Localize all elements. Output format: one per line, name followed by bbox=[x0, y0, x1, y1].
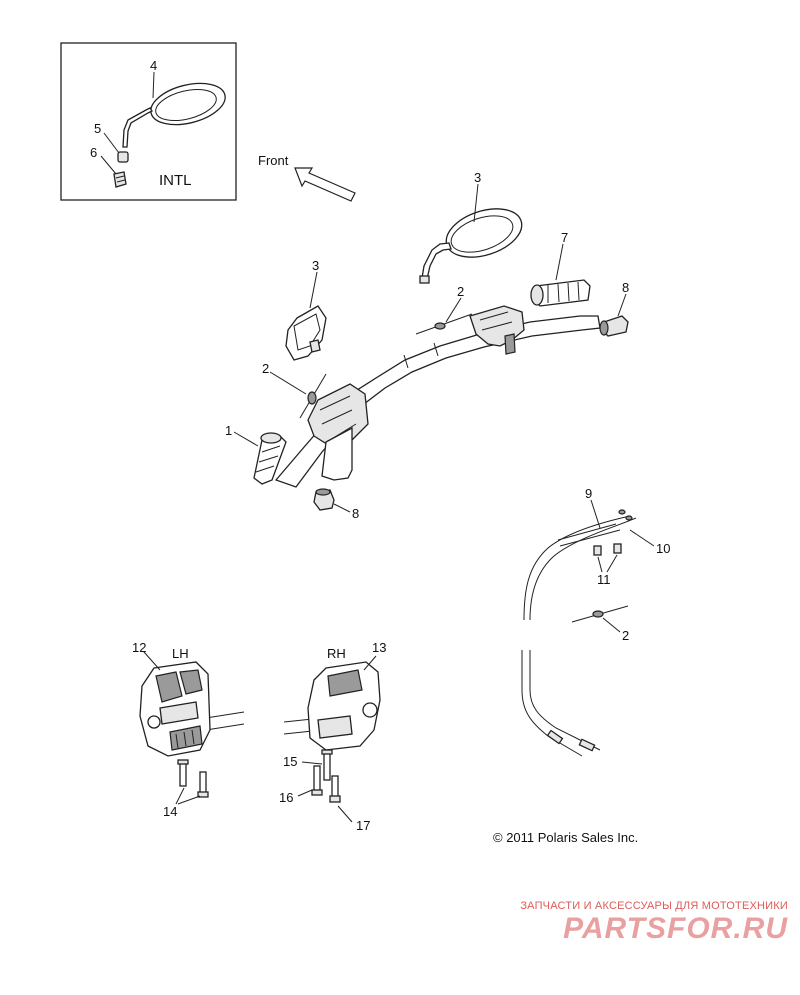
callout-11: 11 bbox=[597, 572, 611, 587]
callout-1: 1 bbox=[225, 423, 232, 438]
front-arrow-icon bbox=[294, 167, 356, 202]
screws-rh-icon bbox=[311, 749, 341, 803]
callout-8-right: 8 bbox=[622, 280, 629, 295]
end-weight-right-icon bbox=[599, 315, 629, 337]
callout-9: 9 bbox=[585, 486, 592, 501]
callout-16: 16 bbox=[279, 790, 293, 805]
screws-lh-icon bbox=[177, 759, 209, 798]
callout-10: 10 bbox=[656, 541, 670, 556]
intl-label: INTL bbox=[159, 172, 192, 189]
callout-2-left: 2 bbox=[262, 361, 269, 376]
watermark: ЗАПЧАСТИ И АКСЕССУАРЫ ДЛЯ МОТОТЕХНИКИ PA… bbox=[488, 900, 788, 946]
copyright-text: © 2011 Polaris Sales Inc. bbox=[493, 830, 638, 845]
callout-4: 4 bbox=[150, 58, 157, 73]
callout-3-right: 3 bbox=[474, 170, 481, 185]
end-weight-left-icon bbox=[313, 488, 335, 511]
cable-ferrules-icon bbox=[593, 543, 622, 556]
callout-8-left: 8 bbox=[352, 506, 359, 521]
callout-13: 13 bbox=[372, 640, 386, 655]
watermark-brand: PARTSFOR.RU bbox=[563, 912, 788, 945]
callout-12: 12 bbox=[132, 640, 146, 655]
callout-17: 17 bbox=[356, 818, 370, 833]
inset-mirror-icon bbox=[122, 82, 226, 148]
watermark-tagline: ЗАПЧАСТИ И АКСЕССУАРЫ ДЛЯ МОТОТЕХНИКИ bbox=[520, 900, 788, 912]
callout-2-cable: 2 bbox=[622, 628, 629, 643]
rh-label: RH bbox=[327, 646, 346, 661]
mirror-left-icon bbox=[285, 305, 327, 361]
callout-5: 5 bbox=[94, 121, 101, 136]
callout-2-right: 2 bbox=[457, 284, 464, 299]
grip-left-icon bbox=[253, 432, 287, 485]
front-label: Front bbox=[258, 153, 289, 168]
callout-15: 15 bbox=[283, 754, 297, 769]
throttle-cables bbox=[521, 509, 637, 757]
callout-3-left: 3 bbox=[312, 258, 319, 273]
intl-inset: 4 5 6 INTL bbox=[60, 42, 237, 201]
front-direction-indicator: Front bbox=[258, 153, 356, 202]
inset-nut-icon bbox=[113, 171, 127, 188]
clamp-right-icon bbox=[415, 313, 473, 335]
clamp-left-icon bbox=[299, 373, 327, 419]
callout-7: 7 bbox=[561, 230, 568, 245]
callout-6: 6 bbox=[90, 145, 97, 160]
riser-post bbox=[321, 426, 353, 481]
inset-frame bbox=[60, 42, 237, 201]
mirror-right-icon bbox=[419, 208, 523, 284]
clamp-cable-icon bbox=[571, 605, 629, 623]
callout-14: 14 bbox=[163, 804, 177, 819]
grip-right-icon bbox=[530, 279, 591, 307]
lh-label: LH bbox=[172, 646, 189, 661]
switch-housing-lh-icon bbox=[139, 661, 245, 757]
inset-adapter-icon bbox=[117, 151, 129, 163]
switch-housing-rh-icon bbox=[283, 661, 381, 751]
handlebar-assembly bbox=[274, 305, 601, 488]
